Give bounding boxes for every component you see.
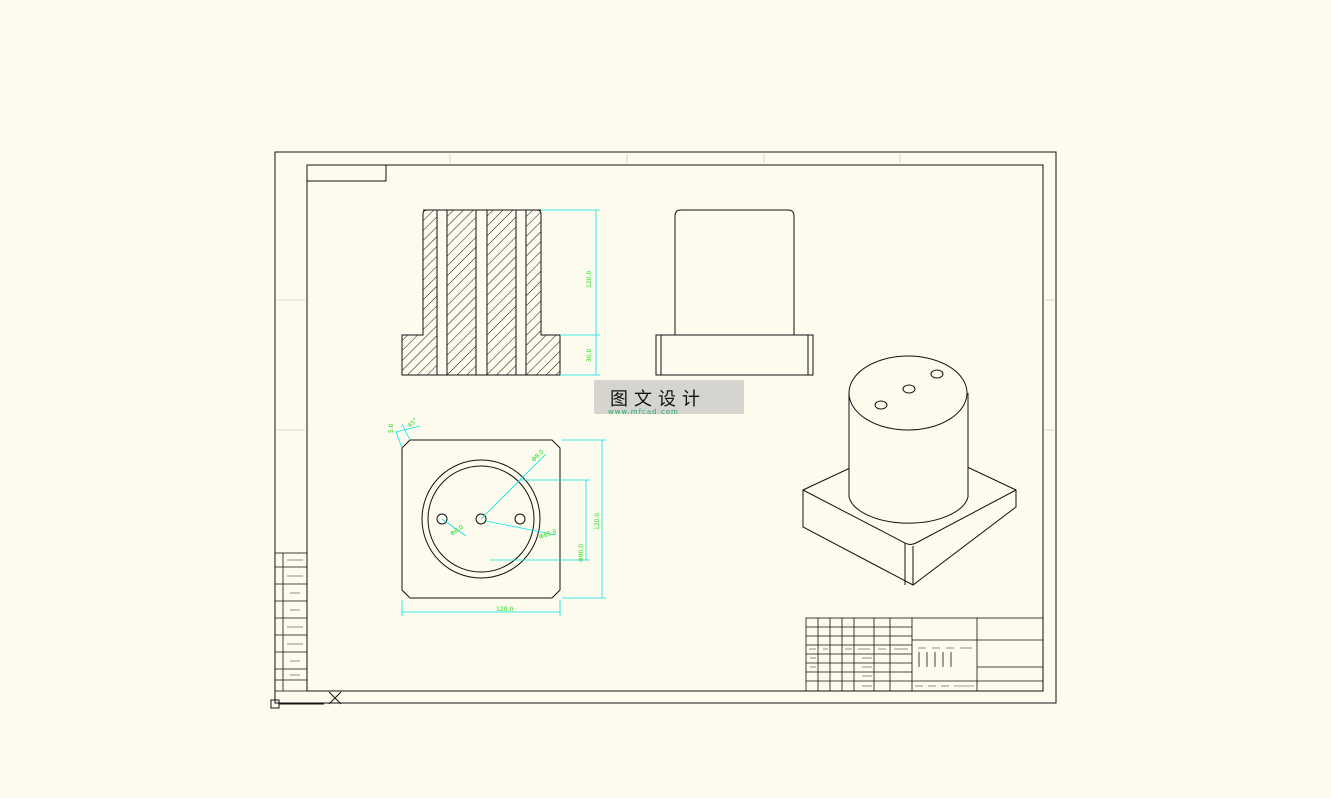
front-dimensions (541, 209, 600, 376)
side-view (655, 209, 814, 376)
isometric-view (802, 355, 1017, 586)
watermark-badge: 图文设计 www.mfcad.com (594, 380, 744, 416)
left-revision-strip (274, 552, 308, 692)
corner-label-box (306, 164, 387, 182)
watermark-text: 图文设计 (610, 389, 706, 410)
dim-front-lower: 30.0 (586, 348, 593, 362)
dim-pcd: Φ85.0 (538, 528, 558, 541)
dim-top-width: 120.0 (496, 606, 513, 613)
sheet-frame (270, 151, 1057, 709)
front-section-view (401, 209, 561, 376)
dim-chamfer-a: 5.0 (388, 423, 395, 433)
dim-top-height: 120.0 (594, 513, 601, 530)
watermark-subtext: www.mfcad.com (608, 408, 679, 416)
dim-hole-dia: Φ8.0 (530, 448, 545, 463)
outer-border (274, 151, 1057, 704)
dim-chamfer-b: 45° (406, 417, 418, 429)
top-dimensions (395, 423, 606, 616)
top-view (401, 439, 561, 599)
dim-bore: Φ90.0 (578, 544, 585, 562)
border-ticks (277, 154, 1054, 431)
dim-front-upper: 120.0 (586, 271, 593, 288)
inner-border (306, 164, 1044, 692)
title-block (805, 617, 1044, 692)
